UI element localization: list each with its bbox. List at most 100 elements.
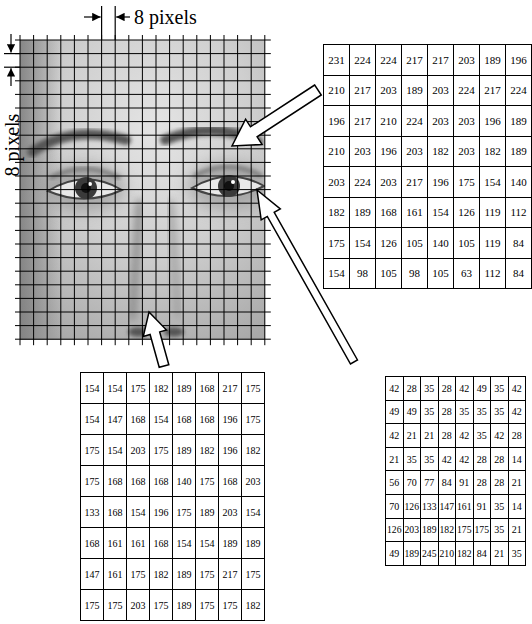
pixel-value: 14 (509, 495, 527, 519)
pixel-value: 182 (324, 198, 350, 229)
pixel-value: 14 (509, 448, 527, 472)
pixel-value: 196 (506, 45, 532, 76)
pixel-value: 49 (386, 542, 404, 566)
pixel-value: 196 (376, 137, 402, 168)
pixel-value: 182 (428, 137, 454, 168)
pixel-value: 70 (404, 471, 422, 495)
pixel-value: 28 (491, 448, 509, 472)
pixel-value: 175 (474, 519, 492, 543)
pixel-value: 21 (509, 471, 527, 495)
pixel-value: 28 (404, 377, 422, 401)
pixel-value: 133 (81, 497, 104, 528)
pixel-value: 217 (402, 167, 428, 198)
pixel-value: 154 (104, 435, 127, 466)
pixel-value: 154 (324, 259, 350, 290)
pixel-value: 42 (439, 448, 457, 472)
pixel-value: 84 (506, 259, 532, 290)
pixel-value: 203 (219, 497, 242, 528)
pixel-value: 28 (491, 471, 509, 495)
pixel-value: 35 (491, 495, 509, 519)
pixel-value: 175 (242, 404, 265, 435)
pixel-value: 168 (104, 466, 127, 497)
pixel-value: 168 (219, 466, 242, 497)
pixel-value: 196 (150, 497, 173, 528)
pixel-value: 203 (428, 76, 454, 107)
pixel-value: 126 (386, 519, 404, 543)
dimension-marks (4, 6, 130, 86)
pixel-value: 28 (439, 401, 457, 425)
pixel-value: 203 (350, 137, 376, 168)
pixel-value: 203 (127, 590, 150, 621)
pixel-value: 35 (456, 401, 474, 425)
pixel-value: 28 (439, 377, 457, 401)
pixel-value: 189 (350, 198, 376, 229)
pixel-value: 105 (376, 259, 402, 290)
pixel-value: 133 (421, 495, 439, 519)
pixel-value: 175 (454, 167, 480, 198)
pixel-value: 35 (421, 377, 439, 401)
pixel-value: 35 (474, 424, 492, 448)
pixel-value: 189 (506, 137, 532, 168)
pixel-value: 154 (127, 497, 150, 528)
pixel-value: 147 (81, 559, 104, 590)
pixel-value: 154 (150, 404, 173, 435)
pixel-value: 21 (404, 424, 422, 448)
pixel-table: 4228352842493542494935283535354242212128… (385, 376, 526, 566)
dimension-wrap: 8 pixels (2, 114, 23, 177)
pixel-value: 42 (386, 424, 404, 448)
pixel-value: 126 (454, 198, 480, 229)
pixel-value: 203 (454, 45, 480, 76)
pixel-value: 196 (324, 106, 350, 137)
pixel-value: 217 (350, 76, 376, 107)
pixel-value: 224 (454, 76, 480, 107)
pixel-value: 168 (104, 497, 127, 528)
pixel-value: 154 (350, 228, 376, 259)
pixel-value: 35 (491, 519, 509, 543)
pixel-value: 91 (456, 471, 474, 495)
pixel-value: 182 (439, 519, 457, 543)
pixel-value: 35 (491, 401, 509, 425)
pixel-value: 168 (127, 466, 150, 497)
pixel-value: 63 (454, 259, 480, 290)
pixel-value: 161 (127, 528, 150, 559)
pixel-value: 175 (150, 435, 173, 466)
pixel-value: 203 (324, 167, 350, 198)
pixel-value: 42 (456, 377, 474, 401)
pixel-value: 203 (454, 137, 480, 168)
pixel-value: 147 (104, 404, 127, 435)
pixel-value: 217 (219, 373, 242, 404)
pixel-value: 28 (439, 424, 457, 448)
pixel-value: 189 (421, 519, 439, 543)
pixel-grid (15, 35, 271, 345)
pixel-value: 42 (509, 401, 527, 425)
pixel-value: 189 (173, 435, 196, 466)
pixel-value: 77 (421, 471, 439, 495)
pixel-value: 91 (474, 495, 492, 519)
pixel-value: 161 (456, 495, 474, 519)
pixel-value: 21 (491, 542, 509, 566)
pixel-value: 105 (402, 228, 428, 259)
pixel-value: 182 (196, 435, 219, 466)
pixel-value: 189 (173, 373, 196, 404)
pixel-value: 98 (402, 259, 428, 290)
pointer-arrow (232, 85, 321, 146)
pixel-value: 217 (402, 45, 428, 76)
pixel-value: 168 (173, 404, 196, 435)
pixel-value: 112 (506, 198, 532, 229)
pixel-value: 224 (350, 167, 376, 198)
pixel-value: 126 (376, 228, 402, 259)
pixel-value: 217 (350, 106, 376, 137)
pixel-value: 140 (173, 466, 196, 497)
pixel-value: 210 (324, 137, 350, 168)
pixel-value: 203 (376, 167, 402, 198)
pixel-value: 217 (219, 559, 242, 590)
pixel-value: 182 (242, 590, 265, 621)
pixel-value: 203 (127, 435, 150, 466)
pixel-value: 196 (480, 106, 506, 137)
pixel-value: 98 (350, 259, 376, 290)
pixel-value: 49 (404, 401, 422, 425)
pixel-value: 175 (173, 497, 196, 528)
pixel-value: 175 (127, 559, 150, 590)
pixel-value: 168 (150, 466, 173, 497)
pixel-value: 231 (324, 45, 350, 76)
